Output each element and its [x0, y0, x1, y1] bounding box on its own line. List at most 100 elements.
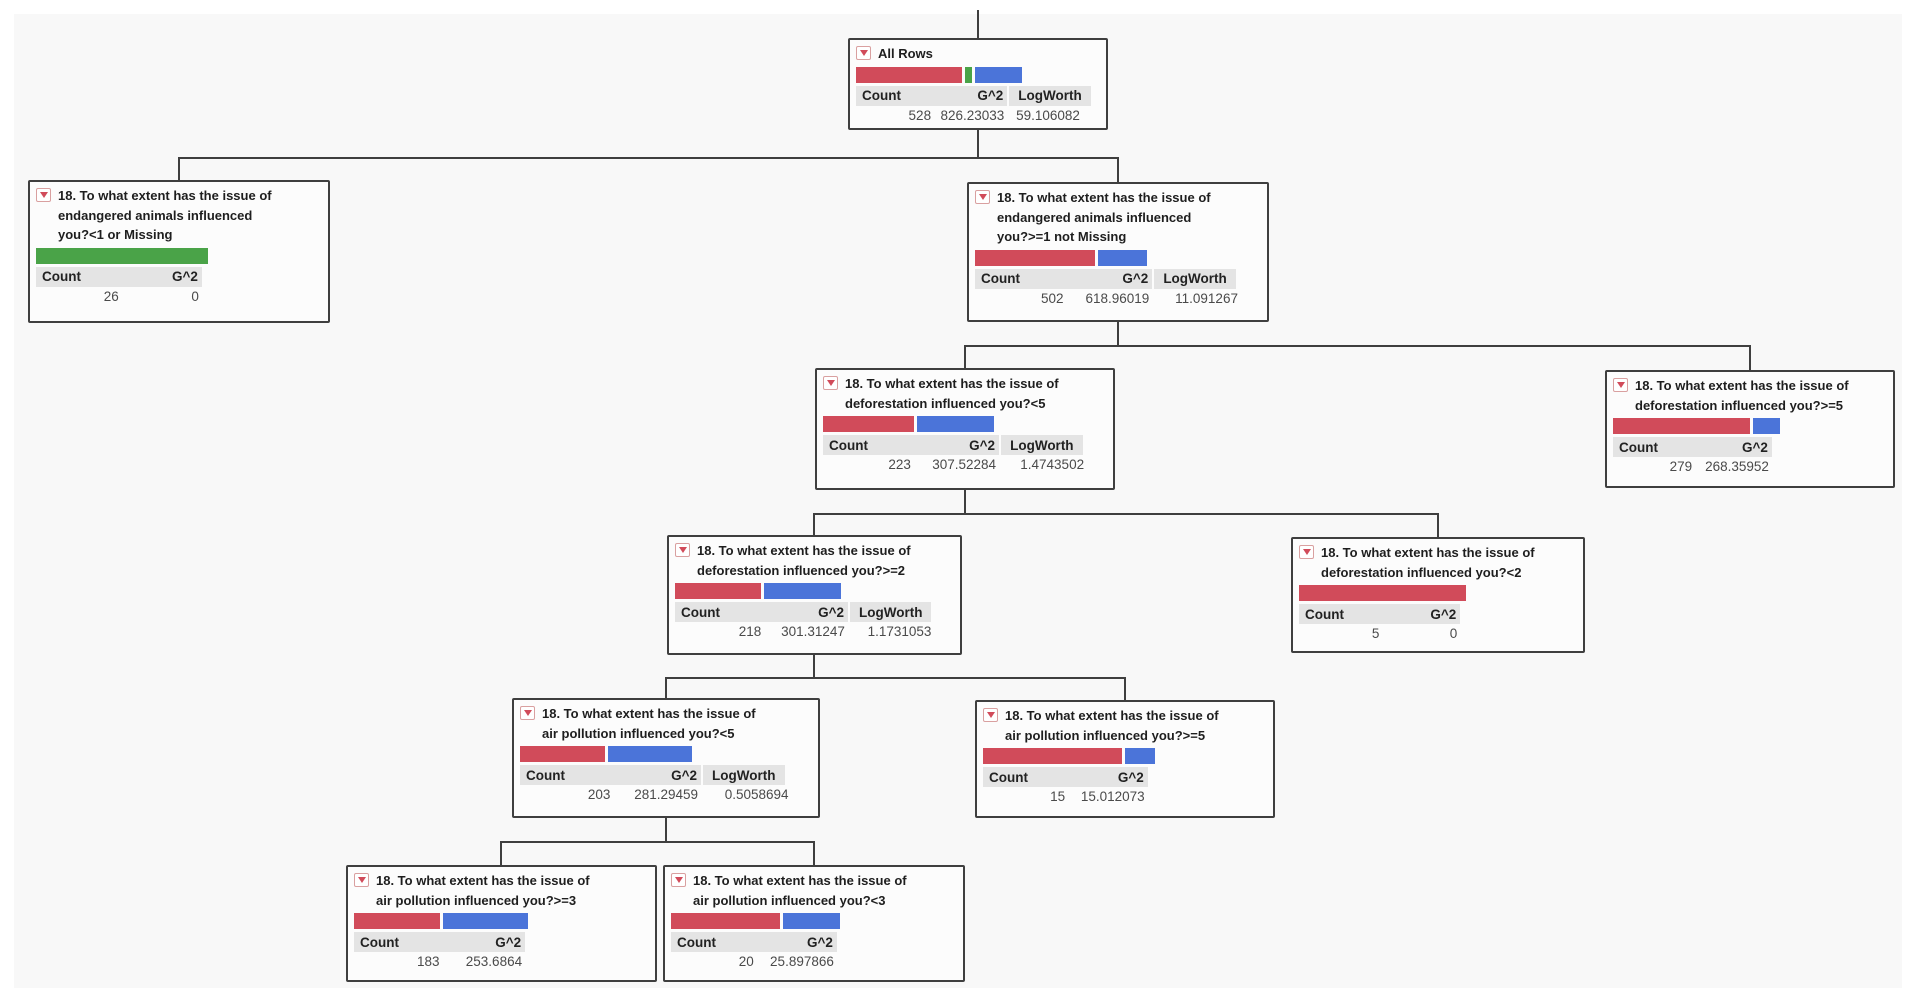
- node-air-pollution-lt5[interactable]: 18. To what extent has the issue of air …: [512, 698, 820, 818]
- connector-line: [964, 345, 966, 368]
- g2-value: 281.29459: [634, 787, 699, 802]
- disclosure-triangle-icon[interactable]: [983, 708, 998, 722]
- stats-header: Count G^2: [1299, 604, 1577, 624]
- connector-line: [178, 157, 1119, 159]
- red-bar-segment: [975, 249, 1096, 266]
- connector-line: [1117, 157, 1119, 182]
- node-title: 18. To what extent has the issue of enda…: [58, 188, 272, 242]
- disclosure-triangle-icon[interactable]: [1299, 545, 1314, 559]
- g2-header: G^2: [671, 767, 698, 783]
- g2-header: G^2: [806, 934, 833, 950]
- red-bar-segment: [675, 583, 762, 599]
- node-deforestation-ge5[interactable]: 18. To what extent has the issue of defo…: [1605, 370, 1895, 488]
- node-air-pollution-ge5[interactable]: 18. To what extent has the issue of air …: [975, 700, 1275, 818]
- blue-bar-segment: [764, 583, 842, 599]
- g2-header: G^2: [1742, 439, 1768, 455]
- connector-line: [665, 677, 1126, 679]
- logworth-value: 11.091267: [1175, 290, 1238, 306]
- disclosure-triangle-icon[interactable]: [856, 46, 871, 60]
- count-value: 203: [587, 787, 611, 802]
- disclosure-triangle-icon[interactable]: [671, 873, 686, 887]
- node-air-pollution-lt3[interactable]: 18. To what extent has the issue of air …: [663, 865, 965, 982]
- red-bar-segment: [823, 416, 914, 432]
- g2-header: G^2: [495, 934, 522, 950]
- red-bar-segment: [856, 66, 963, 83]
- connector-line: [977, 10, 979, 38]
- blue-bar-segment: [607, 746, 693, 762]
- g2-header: G^2: [1122, 271, 1149, 286]
- count-value: 223: [888, 457, 911, 472]
- logworth-value: 1.1731053: [867, 624, 932, 639]
- disclosure-triangle-icon[interactable]: [975, 190, 990, 204]
- blue-bar-segment: [1753, 418, 1781, 434]
- logworth-header: LogWorth: [1009, 85, 1091, 106]
- split-bar: [36, 247, 322, 264]
- g2-header: G^2: [977, 88, 1004, 103]
- node-endangered-ge1[interactable]: 18. To what extent has the issue of enda…: [967, 182, 1269, 322]
- count-header: Count: [1305, 606, 1344, 622]
- disclosure-triangle-icon[interactable]: [354, 873, 369, 887]
- connector-line: [1117, 322, 1119, 345]
- stats-values: 279 268.35952: [1613, 457, 1887, 477]
- count-header: Count: [526, 767, 565, 783]
- g2-value: 307.52284: [932, 457, 997, 472]
- node-title: 18. To what extent has the issue of defo…: [1635, 378, 1849, 413]
- disclosure-triangle-icon[interactable]: [823, 376, 838, 390]
- split-bar: [983, 748, 1267, 764]
- node-title: 18. To what extent has the issue of defo…: [697, 543, 911, 578]
- node-endangered-lt1-missing[interactable]: 18. To what extent has the issue of enda…: [28, 180, 330, 323]
- logworth-header: LogWorth: [849, 602, 932, 622]
- red-bar-segment: [520, 746, 605, 762]
- count-header: Count: [1619, 439, 1658, 455]
- g2-header: G^2: [1117, 769, 1144, 785]
- red-bar-segment: [1299, 585, 1466, 601]
- logworth-value: 0.5058694: [724, 787, 789, 802]
- count-value: 502: [1040, 290, 1064, 306]
- node-deforestation-ge2[interactable]: 18. To what extent has the issue of defo…: [667, 535, 962, 655]
- disclosure-triangle-icon[interactable]: [520, 706, 535, 720]
- count-value: 279: [1669, 459, 1693, 474]
- connector-line: [665, 818, 667, 841]
- node-air-pollution-ge3[interactable]: 18. To what extent has the issue of air …: [346, 865, 657, 982]
- count-value: 20: [738, 954, 754, 969]
- red-bar-segment: [1613, 418, 1750, 434]
- stats-values: 26 0: [36, 287, 322, 307]
- green-bar-segment: [36, 247, 208, 264]
- count-value: 183: [416, 954, 440, 969]
- node-title: 18. To what extent has the issue of air …: [376, 873, 590, 908]
- connector-line: [977, 130, 979, 157]
- stats-values: 203 281.29459 0.5058694: [520, 785, 812, 805]
- split-bar: [1613, 418, 1887, 434]
- split-bar: [520, 746, 812, 762]
- disclosure-triangle-icon[interactable]: [675, 543, 690, 557]
- count-header: Count: [42, 269, 81, 284]
- node-deforestation-lt5[interactable]: 18. To what extent has the issue of defo…: [815, 368, 1115, 490]
- g2-header: G^2: [1430, 606, 1457, 622]
- node-deforestation-lt2[interactable]: 18. To what extent has the issue of defo…: [1291, 537, 1585, 653]
- node-title: All Rows: [878, 46, 933, 61]
- logworth-header: LogWorth: [1001, 435, 1083, 455]
- blue-bar-segment: [782, 913, 840, 929]
- logworth-value: 59.106082: [1016, 107, 1080, 123]
- g2-value: 253.6864: [465, 954, 523, 969]
- disclosure-triangle-icon[interactable]: [1613, 378, 1628, 392]
- disclosure-triangle-icon[interactable]: [36, 188, 51, 202]
- connector-line: [813, 655, 815, 677]
- stats-header: Count G^2: [1613, 437, 1887, 457]
- g2-header: G^2: [171, 269, 198, 284]
- blue-bar-segment: [442, 913, 529, 929]
- count-header: Count: [989, 769, 1028, 785]
- split-bar: [354, 913, 649, 929]
- stats-header: Count G^2: [36, 266, 322, 287]
- split-bar: [1299, 585, 1577, 601]
- g2-header: G^2: [818, 604, 844, 620]
- g2-value: 0: [1449, 626, 1458, 641]
- stats-values: 20 25.897866: [671, 952, 957, 972]
- stats-values: 502 618.96019 11.091267: [975, 289, 1261, 309]
- stats-values: 15 15.012073: [983, 787, 1267, 807]
- count-header: Count: [360, 934, 399, 950]
- node-title: 18. To what extent has the issue of defo…: [1321, 545, 1535, 580]
- stats-values: 5 0: [1299, 624, 1577, 644]
